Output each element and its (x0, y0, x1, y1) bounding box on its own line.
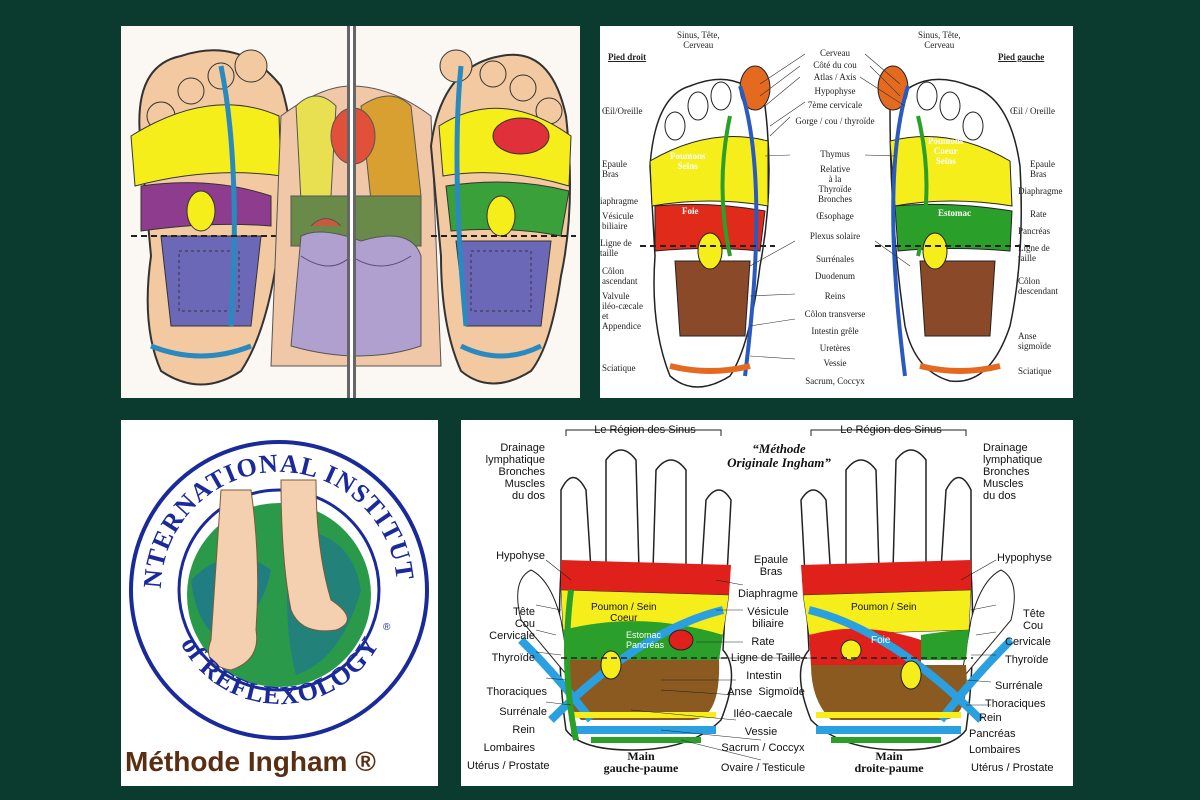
hand-right-label-0: Drainage lymphatique Bronches Muscles du… (983, 442, 1043, 502)
hand-left-label-6: Surrénale (499, 706, 547, 718)
hand-right-label-10: Utérus / Prostate (971, 762, 1054, 774)
foot-right-label-0: Œil / Oreille (1010, 106, 1055, 116)
hand-right-label-9: Lombaires (969, 744, 1021, 756)
hand-center-label-8: Vessie (744, 726, 778, 738)
methode-ingham-caption: Méthode Ingham ® (125, 746, 376, 777)
lungs-label-left-foot: Poumons Coeur Seins (928, 136, 964, 166)
foot-reflexology-chart: Pied droit Pied gauche Sinus, Tête, Cerv… (600, 26, 1073, 398)
foot-center-label-7: Relative à la Thyroïde Bronches (818, 164, 852, 204)
foot-center-label-9: Plexus solaire (809, 231, 861, 241)
stomach-label: Estomac (938, 208, 971, 218)
foot-center-label-14: Intestin grêle (811, 326, 859, 336)
sinus-region-right-label: Le Région des Sinus (840, 424, 942, 436)
foot-organs-svg (130, 26, 576, 398)
reflexology-institute-logo: INTERNATIONAL INSTITUTE of REFLEXOLOGY ®… (121, 420, 438, 786)
hand-center-label-2: Vésicule biliaire (747, 606, 789, 630)
foot-chart-svg (640, 53, 1030, 388)
hand-center-label-7: Iléo-caecale (733, 708, 793, 720)
hand-right-label-4: Thyroïde (1005, 654, 1049, 666)
logo-svg: INTERNATIONAL INSTITUTE of REFLEXOLOGY ® (121, 420, 429, 740)
hands-svg (517, 429, 1015, 761)
foot-right-label-1: Epaule Bras (1030, 159, 1055, 179)
foot-right-label-3: Rate (1030, 209, 1047, 219)
lung-label-right: Poumon / Sein (851, 602, 917, 613)
hand-center-label-1: Diaphragme (738, 588, 798, 600)
hand-right-label-7: Rein (979, 712, 1002, 724)
foot-left-label-2: iaphragme (600, 196, 638, 206)
liver-label: Foie (682, 206, 699, 216)
foot-center-label-6: Thymus (820, 149, 850, 159)
left-foot-header: Pied gauche (998, 52, 1045, 62)
foot-left-label-4: Ligne de taille (600, 238, 632, 258)
foot-right-label-2: Diaphragme (1018, 186, 1063, 196)
foot-left-label-0: Œil/Oreille (602, 106, 643, 116)
foot-left-label-3: Vésicule biliaire (602, 211, 634, 231)
hand-right-label-6: Thoraciques (985, 698, 1046, 710)
foot-center-label-13: Côlon transverse (804, 309, 866, 319)
hand-left-label-2: Tête Cou (512, 606, 535, 630)
hand-right-label-3: Cervicale (1005, 636, 1051, 648)
foot-center-label-3: Hypophyse (814, 86, 856, 96)
hand-right-label-2: Tête Cou (1023, 608, 1046, 632)
hand-reflexology-chart: “Méthode Originale Ingham” Le Région des… (461, 420, 1073, 786)
hand-left-label-4: Thyroïde (491, 652, 535, 664)
foot-organs-illustration (121, 26, 580, 398)
hand-left-label-0: Drainage lymphatique Bronches Muscles du… (485, 442, 545, 502)
hand-left-label-8: Lombaires (483, 742, 535, 754)
foot-center-label-4: 7ème cervicale (807, 100, 863, 110)
foot-right-label-7: Anse sigmoïde (1018, 331, 1051, 351)
top-right-sinus-label: Sinus, Tête, Cerveau (918, 30, 961, 50)
hand-right-label-8: Pancréas (969, 728, 1016, 740)
foot-center-label-2: Atlas / Axis (813, 72, 857, 82)
hand-left-label-7: Rein (512, 724, 535, 736)
foot-left-label-5: Côlon ascendant (602, 266, 638, 286)
lungs-label-right-foot: Poumons Seins (670, 151, 706, 171)
stomach-pancreas-label: Estomac Pancréas (626, 630, 665, 650)
hand-center-label-9: Sacrum / Coccyx (721, 742, 805, 754)
foot-center-label-11: Duodenum (815, 271, 855, 281)
hand-center-label-3: Rate (751, 636, 775, 648)
hand-left-label-5: Thoraciques (486, 686, 547, 698)
hand-right-label-1: Hypophyse (997, 552, 1053, 564)
hand-left-label-1: Hypohyse (496, 550, 545, 562)
top-left-sinus-label: Sinus, Tête, Cerveau (677, 30, 720, 50)
hand-left-label-9: Utérus / Prostate (467, 760, 550, 772)
foot-right-label-5: Ligne de taille (1018, 243, 1050, 263)
foot-center-label-16: Vessie (823, 358, 847, 368)
hand-center-label-10: Ovaire / Testicule (720, 762, 806, 774)
hand-right-label-5: Surrénale (995, 680, 1043, 692)
foot-center-label-17: Sacrum, Coccyx (805, 376, 865, 386)
hand-center-label-6: Anse Sigmoïde (727, 686, 805, 698)
foot-center-label-0: Cerveau (820, 48, 850, 58)
right-foot-header: Pied droit (608, 52, 647, 62)
lung-heart-label-left: Poumon / Sein Coeur (591, 602, 657, 624)
hand-center-label-5: Intestin (746, 670, 782, 682)
hand-left-label-3: Cervicale (489, 630, 535, 642)
right-hand-caption: Main droite-paume (854, 749, 924, 775)
foot-center-label-8: Œsophage (816, 211, 854, 221)
hand-center-label-4: Ligne de Taille (730, 652, 802, 664)
liver-label-hand: Foie (871, 635, 891, 646)
foot-center-label-10: Surrénales (816, 254, 854, 264)
foot-right-label-8: Sciatique (1018, 366, 1052, 376)
foot-right-label-6: Côlon descendant (1018, 276, 1058, 296)
hands-chart-title: “Méthode Originale Ingham” (727, 441, 831, 470)
foot-left-label-1: Epaule Bras (602, 159, 627, 179)
foot-left-label-6: Valvule iléo-cæcale et Appendice (602, 291, 643, 331)
registered-mark: ® (383, 622, 391, 633)
hand-center-label-0: Epaule Bras (753, 554, 789, 578)
foot-center-label-5: Gorge / cou / thyroïde (795, 116, 875, 126)
foot-left-label-7: Sciatique (602, 363, 636, 373)
foot-center-label-15: Uretères (819, 343, 851, 353)
foot-center-label-1: Côté du cou (813, 60, 857, 70)
sinus-region-left-label: Le Région des Sinus (594, 424, 696, 436)
left-hand-caption: Main gauche-paume (603, 749, 679, 775)
foot-right-label-4: Pancréas (1018, 226, 1050, 236)
foot-center-label-12: Reins (824, 291, 846, 301)
